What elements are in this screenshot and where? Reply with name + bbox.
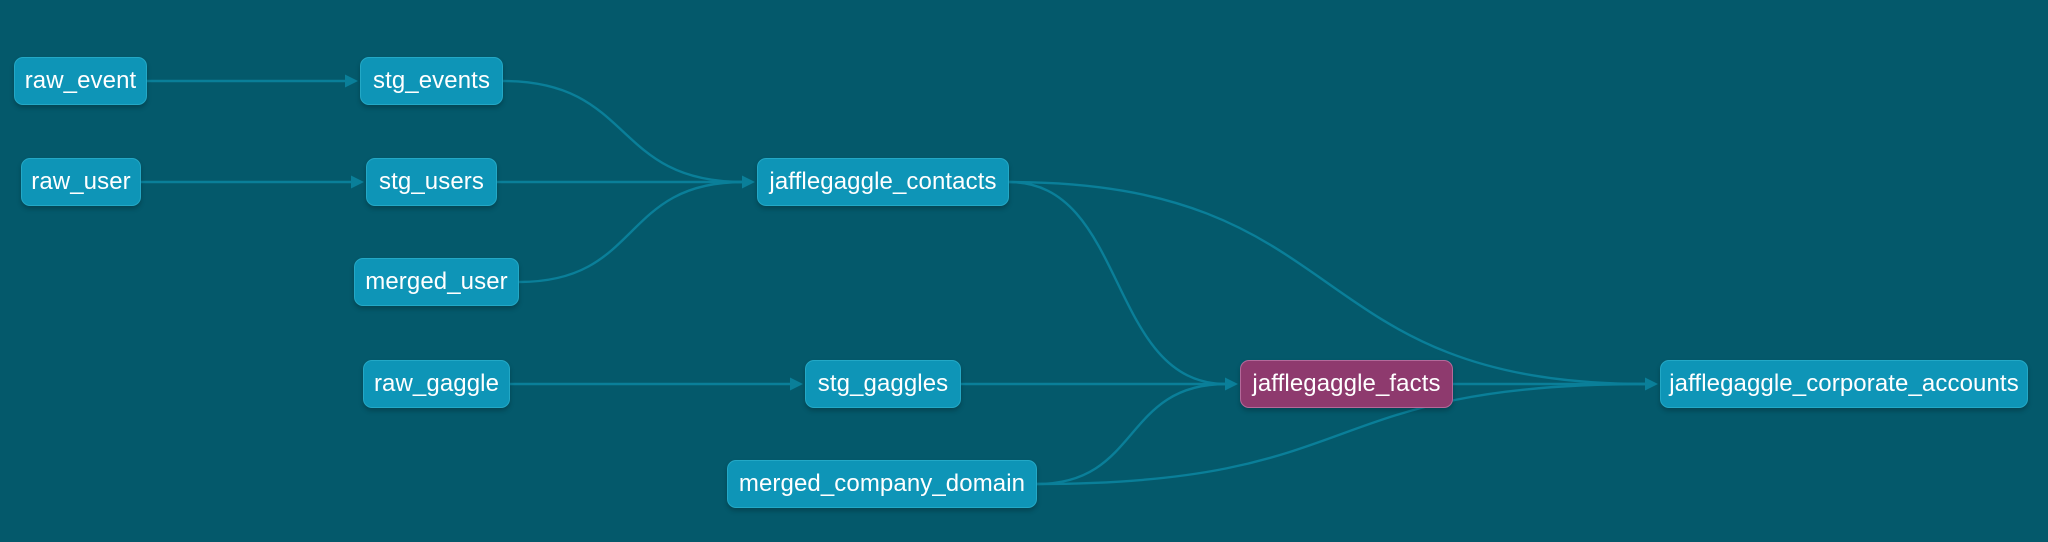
graph-edge-stg_events-to-jafflegaggle_contacts — [501, 79, 745, 184]
graph-node-label: raw_event — [24, 67, 137, 94]
graph-edge-arrowhead — [345, 74, 358, 88]
graph-node-label: stg_users — [379, 168, 484, 195]
graph-node-stg_users[interactable]: stg_users — [366, 158, 497, 206]
graph-node-stg_events[interactable]: stg_events — [360, 57, 503, 105]
graph-node-jafflegaggle_corporate_accounts[interactable]: jafflegaggle_corporate_accounts — [1660, 360, 2028, 408]
graph-node-stg_gaggles[interactable]: stg_gaggles — [805, 360, 961, 408]
graph-node-merged_company_domain[interactable]: merged_company_domain — [727, 460, 1037, 508]
graph-node-label: jafflegaggle_contacts — [769, 168, 997, 195]
graph-edge-arrowhead — [1645, 377, 1658, 391]
graph-node-label: stg_gaggles — [817, 370, 949, 397]
graph-edge-merged_user-to-jafflegaggle_contacts — [517, 180, 745, 284]
graph-node-jafflegaggle_contacts[interactable]: jafflegaggle_contacts — [757, 158, 1009, 206]
graph-node-label: jafflegaggle_facts — [1252, 370, 1441, 397]
graph-edge-arrowhead — [790, 377, 803, 391]
graph-edge-jafflegaggle_contacts-to-jafflegaggle_corporate_accounts — [1007, 180, 1648, 386]
graph-node-label: merged_user — [365, 268, 508, 295]
graph-node-merged_user[interactable]: merged_user — [354, 258, 519, 306]
graph-node-label: stg_events — [372, 67, 491, 94]
graph-node-raw_event[interactable]: raw_event — [14, 57, 147, 105]
graph-node-label: raw_user — [31, 168, 131, 195]
graph-edge-jafflegaggle_contacts-to-jafflegaggle_facts — [1007, 180, 1228, 386]
graph-edge-arrowhead — [1225, 377, 1238, 391]
graph-edge-arrowhead — [742, 175, 755, 189]
graph-edge-merged_company_domain-to-jafflegaggle_facts — [1035, 382, 1228, 486]
graph-node-label: merged_company_domain — [738, 470, 1026, 497]
graph-node-raw_user[interactable]: raw_user — [21, 158, 141, 206]
graph-node-label: raw_gaggle — [373, 370, 500, 397]
graph-node-raw_gaggle[interactable]: raw_gaggle — [363, 360, 510, 408]
graph-node-jafflegaggle_facts[interactable]: jafflegaggle_facts — [1240, 360, 1453, 408]
graph-node-label: jafflegaggle_corporate_accounts — [1669, 370, 2019, 397]
graph-edge-arrowhead — [351, 175, 364, 189]
